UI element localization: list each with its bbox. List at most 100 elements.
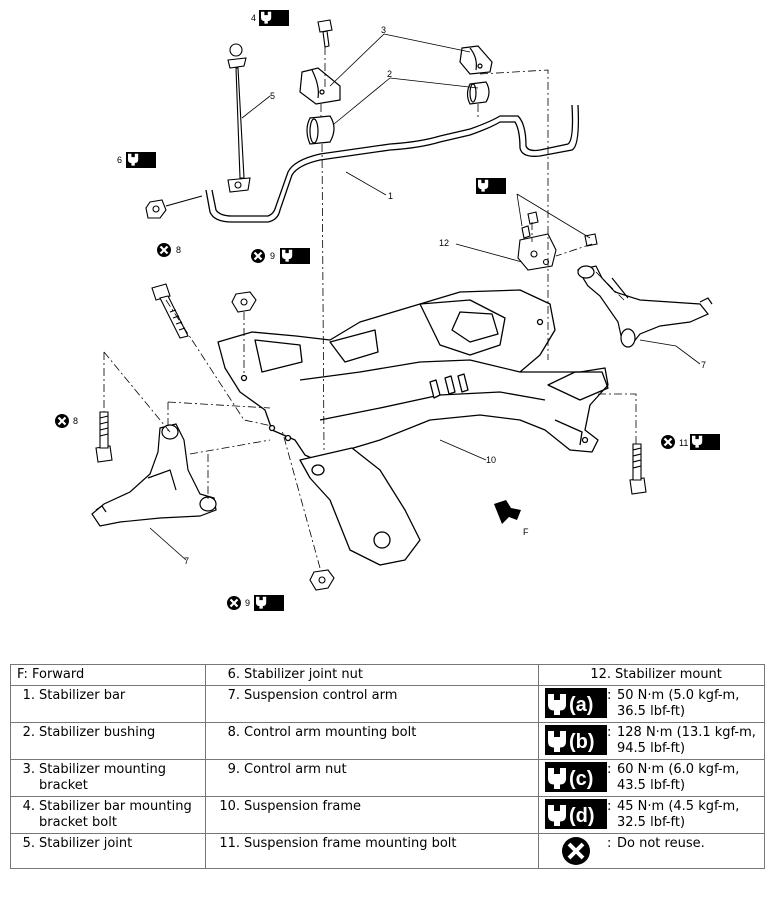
torque-symbol-a: (a) — [545, 688, 607, 718]
legend-colon: : — [607, 836, 612, 851]
legend-number: 11. — [219, 836, 240, 851]
legend-row: 5.Stabilizer joint 11. Suspension frame m… — [10, 833, 765, 869]
torque-badge-b-upper: (b) — [280, 248, 310, 264]
legend-cell: (b) :128 N·m (13.1 kgf-m, 94.5 lbf-ft) — [538, 722, 765, 760]
legend-number: 9. — [227, 762, 240, 777]
legend-colon: : — [607, 725, 612, 740]
torque-symbol-d: (d) — [545, 799, 607, 829]
legend-text: Stabilizer mounting bracket — [39, 762, 166, 793]
torque-badge-b-lower-label: (b) — [268, 599, 280, 609]
control-arm-right — [577, 265, 713, 348]
callout-7-left: 7 — [184, 556, 189, 566]
legend-number: 8. — [227, 725, 240, 740]
callout-10: 10 — [486, 455, 496, 465]
torque-symbol-d-label: (d) — [569, 805, 595, 827]
legend-cell: 11. Suspension frame mounting bolt — [205, 833, 539, 869]
suspension-exploded-diagram: F 1 2 3 4 5 6 7 7 8 8 9 9 10 11 12 (a) (… — [53, 10, 720, 612]
callout-9-upper: 9 — [270, 251, 275, 261]
legend-text: Stabilizer mount — [615, 667, 722, 682]
torque-symbol-b-label: (b) — [569, 731, 595, 753]
torque-badge-c-label: (c) — [140, 156, 151, 166]
legend-text: Stabilizer joint nut — [244, 667, 363, 682]
stabilizer-joint-nut — [145, 195, 203, 219]
legend-text: Do not reuse. — [617, 836, 705, 851]
legend-colon: : — [607, 688, 612, 703]
legend-row: 2. Stabilizer bushing 8. Control arm mount… — [10, 722, 765, 760]
forward-label: F — [523, 527, 529, 537]
legend-cell: 9. Control arm nut — [205, 759, 539, 797]
legend-number: 2. — [22, 725, 35, 740]
no-reuse-icon — [225, 594, 243, 612]
legend-cell: 2. Stabilizer bushing — [10, 722, 206, 760]
torque-badge-b-right-label: (b) — [704, 438, 716, 448]
torque-badge-d-label: (d) — [490, 182, 502, 192]
torque-badge-d: (d) — [476, 178, 506, 194]
legend-text: F: Forward — [17, 667, 85, 682]
stabilizer-joint — [227, 43, 251, 193]
legend-cell: 1.Stabilizer bar — [10, 685, 206, 723]
callout-1: 1 — [388, 191, 393, 201]
legend-cell: 4. Stabilizer bar mounting bracket bolt — [10, 796, 206, 834]
control-arm-left — [91, 423, 217, 527]
legend-row: F: Forward 6.Stabilizer joint nut 12.Sta… — [10, 664, 765, 686]
legend-cell: 7.Suspension control arm — [205, 685, 539, 723]
legend-cell: 3.Stabilizer mounting bracket — [10, 759, 206, 797]
torque-badge-a: (a) — [259, 10, 289, 26]
legend-number: 1. — [22, 688, 35, 703]
legend-text: Stabilizer bar mounting bracket bolt — [39, 799, 192, 830]
legend-number: 5. — [22, 836, 35, 851]
legend-cell: (a) :50 N·m (5.0 kgf-m, 36.5 lbf-ft) — [538, 685, 765, 723]
frame-mounting-bolt — [629, 443, 647, 495]
legend-text: Suspension control arm — [244, 688, 398, 703]
suspension-frame — [217, 289, 609, 566]
legend-cell: : Do not reuse. — [538, 833, 765, 869]
stabilizer-bar — [205, 104, 580, 223]
legend-text: 50 N·m (5.0 kgf-m, 36.5 lbf-ft) — [617, 688, 740, 719]
callout-11: 11 — [679, 438, 688, 448]
legend-row: 1.Stabilizer bar 7.Suspension control ar… — [10, 685, 765, 723]
legend-number: 6. — [227, 667, 240, 682]
control-arm-nut-upper — [231, 291, 257, 313]
legend-text: Suspension frame — [244, 799, 362, 814]
callout-4: 4 — [251, 13, 256, 23]
torque-symbol-a-label: (a) — [569, 694, 593, 716]
callout-7-right: 7 — [701, 360, 706, 370]
legend-cell: 10. Suspension frame — [205, 796, 539, 834]
torque-badge-b-lower: (b) — [254, 595, 284, 611]
legend-text: Control arm nut — [244, 762, 347, 777]
torque-symbol-c-label: (c) — [569, 768, 593, 790]
legend-cell: 5.Stabilizer joint — [10, 833, 206, 869]
legend-text: Control arm mounting bolt — [244, 725, 417, 740]
parts-legend-table: F: Forward 6.Stabilizer joint nut 12.Sta… — [10, 664, 765, 869]
callout-6: 6 — [117, 155, 122, 165]
stabilizer-mounting-brackets — [299, 45, 493, 105]
legend-cell: 6. Stabilizer joint nut — [205, 664, 539, 686]
callout-numbers: 1 2 3 4 5 6 7 7 8 8 9 9 10 11 12 — [73, 13, 706, 608]
callout-3: 3 — [381, 25, 386, 35]
legend-number: 10. — [219, 799, 240, 814]
legend-cell: 8. Control arm mounting bolt — [205, 722, 539, 760]
forward-arrow — [494, 500, 521, 524]
callout-12: 12 — [439, 238, 449, 248]
legend-colon: : — [607, 799, 612, 814]
no-reuse-icon — [53, 412, 71, 430]
torque-symbol-c: (c) — [545, 762, 607, 792]
callout-8-left: 8 — [73, 416, 78, 426]
torque-badge-a-label: (a) — [273, 14, 284, 24]
no-reuse-icon — [562, 837, 590, 865]
torque-badge-c: (c) — [126, 152, 156, 168]
legend-cell: F: Forward — [10, 664, 206, 686]
legend-text: 45 N·m (4.5 kgf-m, 32.5 lbf-ft) — [617, 799, 740, 830]
torque-symbol-b: (b) — [545, 725, 607, 755]
callout-8-upper: 8 — [176, 245, 181, 255]
legend-text: 60 N·m (6.0 kgf-m, 43.5 lbf-ft) — [617, 762, 740, 793]
torque-badge-b-upper-label: (b) — [294, 252, 306, 262]
leader-lines — [149, 33, 701, 561]
legend-number: 4. — [22, 799, 35, 814]
legend-cell: (d) :45 N·m (4.5 kgf-m, 32.5 lbf-ft) — [538, 796, 765, 834]
stabilizer-mount — [517, 211, 598, 271]
control-arm-nut-lower — [309, 569, 335, 591]
legend-text: Suspension frame mounting bolt — [244, 836, 457, 851]
legend-text: Stabilizer bushing — [39, 725, 156, 740]
callout-2: 2 — [387, 69, 392, 79]
